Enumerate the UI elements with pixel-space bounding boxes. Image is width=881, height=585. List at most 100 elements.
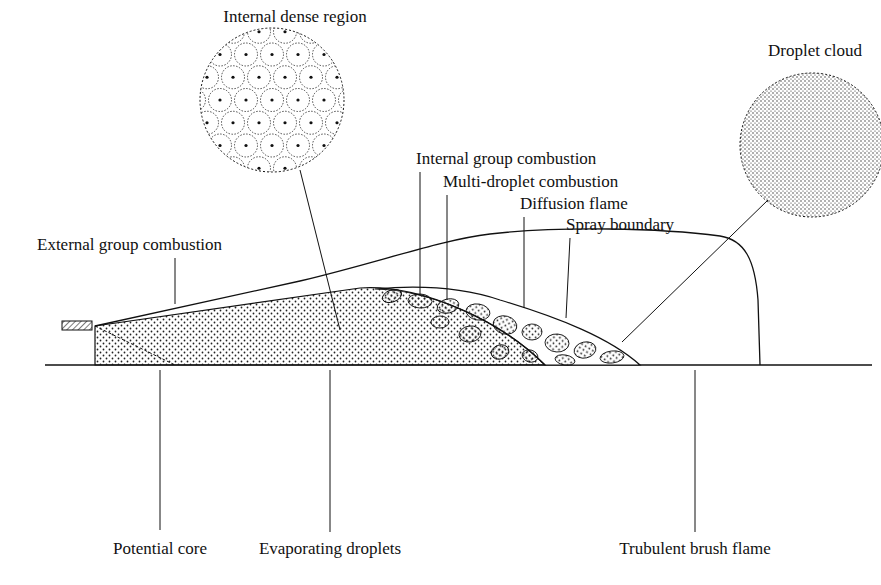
part-label: Potential core — [113, 540, 207, 559]
droplet-cell — [313, 134, 336, 157]
droplet-cell — [170, 111, 193, 134]
part-label: Diffusion flame — [520, 195, 628, 214]
droplet-cell — [222, 111, 245, 134]
part-label: Droplet cloud — [768, 42, 862, 61]
droplet-cloud — [381, 287, 404, 305]
droplet-cell — [209, 180, 232, 203]
droplet-cell — [300, 111, 323, 134]
nozzle — [62, 321, 92, 330]
leader-lines — [160, 170, 768, 532]
leader-line — [330, 370, 331, 532]
droplet-cloud — [544, 333, 569, 353]
droplet-cell — [326, 157, 349, 180]
leader-line — [420, 172, 421, 295]
droplet-cell — [196, 20, 219, 43]
droplet-cloud — [458, 325, 482, 344]
droplet-cell — [313, 180, 336, 203]
droplet-cell — [365, 180, 388, 203]
droplet-cloud — [521, 348, 540, 364]
inset-circle — [740, 73, 881, 217]
droplet-cell — [287, 180, 310, 203]
droplet-cell — [365, 43, 388, 66]
droplet-cloud — [572, 340, 597, 361]
droplet-cell — [365, 0, 388, 21]
droplet-cell — [287, 134, 310, 157]
part-label: Trubulent brush flame — [619, 540, 770, 559]
droplet-cell — [209, 43, 232, 66]
droplet-cell — [157, 89, 180, 112]
droplet-cloud — [431, 316, 449, 328]
droplet-cell — [235, 134, 258, 157]
droplet-cell — [261, 134, 284, 157]
droplet-cell — [170, 20, 193, 43]
part-label: External group combustion — [37, 236, 222, 255]
droplet-cell — [274, 157, 297, 180]
inset-circle — [200, 28, 344, 172]
droplet-cell — [339, 43, 362, 66]
droplet-cell — [378, 111, 401, 134]
droplet-cell — [352, 66, 375, 89]
droplet-cell — [339, 89, 362, 112]
droplet-cloud-inset — [740, 73, 881, 217]
droplet-cell — [274, 111, 297, 134]
droplet-cell — [326, 111, 349, 134]
droplet-cell — [196, 157, 219, 180]
droplet-cell — [157, 134, 180, 157]
droplet-cloud — [491, 313, 519, 337]
leader-line — [175, 258, 176, 304]
droplet-cell — [300, 157, 323, 180]
droplet-cell — [157, 180, 180, 203]
droplet-cell — [261, 43, 284, 66]
droplet-cell — [365, 134, 388, 157]
droplet-cell — [248, 111, 271, 134]
leader-line — [566, 238, 570, 318]
droplet-cloud — [599, 350, 624, 365]
droplet-cell — [196, 66, 219, 89]
part-label: Multi-droplet combustion — [443, 173, 618, 192]
droplet-cell — [235, 43, 258, 66]
droplet-cell — [378, 66, 401, 89]
droplet-cell — [300, 66, 323, 89]
droplet-cloud — [436, 297, 461, 316]
part-label: Internal dense region — [223, 8, 367, 27]
droplet-cell — [339, 180, 362, 203]
leader-line — [300, 170, 340, 330]
droplet-cell — [313, 43, 336, 66]
leader-line — [160, 370, 161, 530]
droplet-cell — [183, 89, 206, 112]
droplet-cell — [222, 66, 245, 89]
droplet-cell — [235, 180, 258, 203]
droplet-clouds — [381, 287, 625, 367]
droplet-cell — [326, 66, 349, 89]
droplet-cell — [261, 89, 284, 112]
leader-line — [524, 217, 525, 308]
droplet-cell — [378, 157, 401, 180]
droplet-cell — [248, 157, 271, 180]
dense-region — [95, 288, 545, 365]
leader-line — [447, 195, 448, 300]
droplet-cell — [157, 43, 180, 66]
droplet-cell — [287, 43, 310, 66]
droplet-cell — [170, 157, 193, 180]
droplet-cell — [183, 43, 206, 66]
droplet-cell — [339, 134, 362, 157]
droplet-cell — [235, 89, 258, 112]
droplet-cell — [183, 180, 206, 203]
potential-core-boundary — [95, 326, 175, 365]
droplet-cell — [196, 111, 219, 134]
dense-region-inset — [157, 0, 401, 203]
droplet-cells — [157, 0, 401, 203]
part-label: Spray boundary — [566, 216, 674, 235]
droplet-cloud — [465, 302, 491, 322]
droplet-cell — [209, 89, 232, 112]
leader-line — [695, 370, 696, 532]
droplet-cell — [157, 0, 180, 21]
droplet-cloud — [554, 353, 575, 366]
droplet-cell — [365, 89, 388, 112]
droplet-cell — [352, 157, 375, 180]
droplet-cell — [222, 157, 245, 180]
droplet-cell — [183, 134, 206, 157]
droplet-cell — [209, 134, 232, 157]
